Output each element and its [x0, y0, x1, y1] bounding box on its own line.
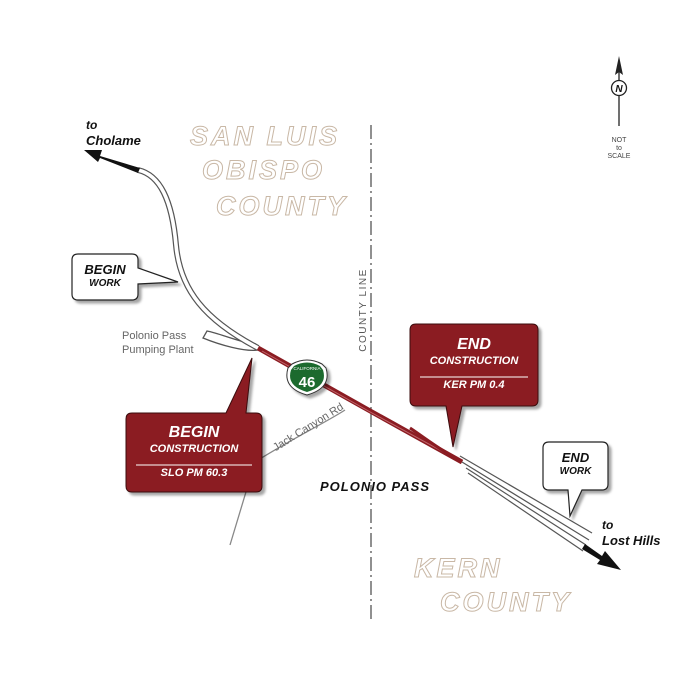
end-construction-subtitle: CONSTRUCTION	[429, 355, 519, 367]
begin-construction-subtitle: CONSTRUCTION	[149, 443, 239, 455]
arrow-to-cholame	[84, 150, 140, 173]
begin-construction-postmile: SLO PM 60.3	[160, 467, 228, 479]
jack-canyon-road-label: Jack Canyon Rd	[271, 401, 346, 454]
route-shield-number: 46	[299, 374, 316, 391]
north-arrow-icon	[610, 56, 628, 126]
highway-east-segment	[459, 455, 593, 552]
destination-east-to: to	[602, 518, 614, 532]
end-construction-text: END CONSTRUCTION KER PM 0.4	[410, 336, 538, 392]
destination-west-label: to Cholame	[86, 118, 141, 148]
pumping-plant-label: Polonio Pass Pumping Plant	[122, 329, 194, 357]
end-construction-title: END	[457, 336, 491, 353]
north-arrow-letter: N	[615, 84, 623, 95]
not-to-scale-line-1: NOT	[611, 137, 627, 144]
not-to-scale-note: NOT to SCALE	[604, 137, 634, 161]
begin-construction-title: BEGIN	[168, 424, 220, 441]
route-46-shield	[286, 359, 328, 396]
end-work-text: END WORK	[543, 450, 608, 478]
end-work-callout	[542, 441, 609, 519]
end-work-title: END	[561, 450, 590, 465]
kern-county-line-2: COUNTY	[440, 587, 572, 618]
begin-work-text: BEGIN WORK	[72, 262, 138, 290]
polonio-pass-label: POLONIO PASS	[320, 479, 430, 494]
end-construction-callout	[409, 323, 539, 448]
begin-construction-callout	[125, 357, 263, 493]
route-shield-state: CALIFORNIA	[293, 366, 320, 371]
construction-divided-split	[409, 426, 463, 464]
destination-east-label: to Lost Hills	[602, 518, 661, 548]
not-to-scale-line-2: to	[616, 145, 622, 152]
end-construction-postmile: KER PM 0.4	[443, 379, 505, 391]
begin-work-title: BEGIN	[84, 262, 126, 277]
kern-county-line-1: KERN	[414, 553, 503, 584]
destination-west-name: Cholame	[86, 133, 141, 148]
county-line-label: COUNTY LINE	[358, 268, 369, 352]
pumping-plant-line-1: Polonio Pass	[122, 330, 187, 342]
begin-work-subtitle: WORK	[89, 278, 121, 289]
pumping-plant-line-2: Pumping Plant	[122, 344, 194, 356]
destination-west-to: to	[86, 118, 98, 132]
not-to-scale-line-3: SCALE	[607, 153, 631, 160]
begin-construction-text: BEGIN CONSTRUCTION SLO PM 60.3	[126, 424, 262, 480]
slo-county-line-3: COUNTY	[216, 191, 348, 222]
arrow-to-lost-hills	[582, 544, 621, 570]
end-work-subtitle: WORK	[559, 466, 592, 477]
begin-work-callout	[71, 253, 179, 301]
slo-county-line-1: SAN LUIS	[189, 121, 341, 152]
slo-county-line-2: OBISPO	[201, 155, 326, 186]
destination-east-name: Lost Hills	[602, 533, 661, 548]
